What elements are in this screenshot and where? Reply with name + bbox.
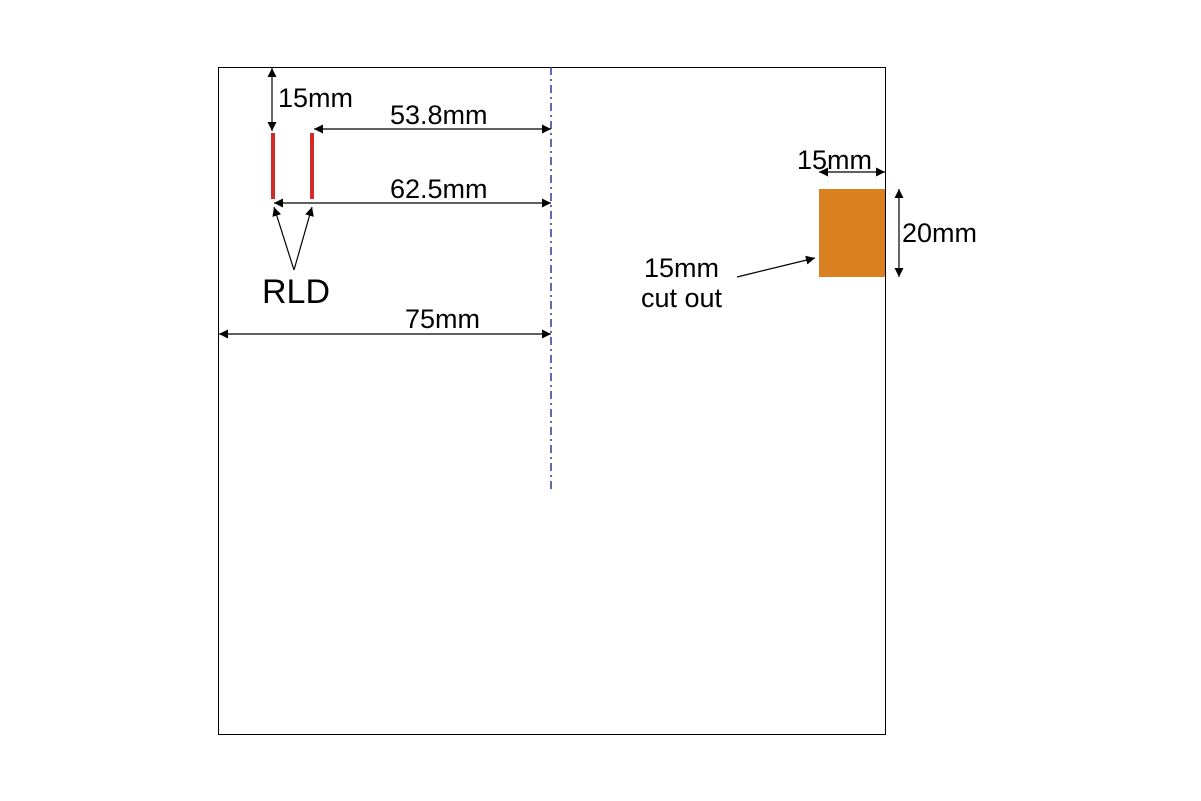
board-outline [218,67,886,735]
cutout-note-line1: 15mm [644,253,719,283]
cutout-height-label: 20mm [902,218,977,248]
top-offset-label: 15mm [278,83,353,113]
inner-rld-distance-label: 53.8mm [390,100,488,130]
cutout-width-label: 15mm [797,145,872,175]
rld-pointer-inner [293,206,314,271]
rld-label: RLD [262,273,330,311]
rld-pointer-outer [272,206,295,271]
cutout-pointer [736,255,816,278]
cutout-note-line2: cut out [641,283,723,313]
cutout-rect [819,189,885,277]
outer-rld-distance-label: 62.5mm [390,174,488,204]
half-width-label: 75mm [405,304,480,334]
